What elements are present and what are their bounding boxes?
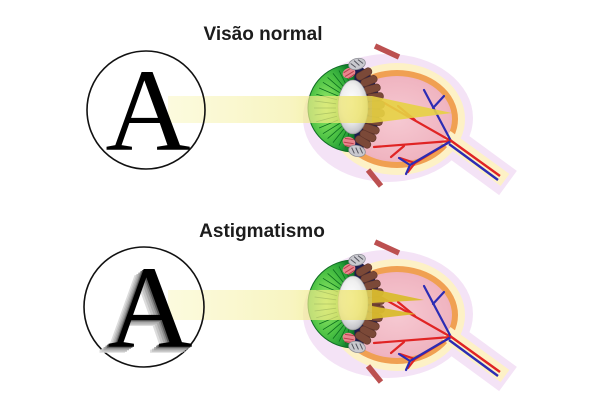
beam-focus-cone bbox=[372, 96, 452, 123]
letter-ghost: A bbox=[100, 247, 185, 378]
letter-circle-outline bbox=[86, 50, 206, 170]
letter-circle-outline bbox=[83, 246, 205, 368]
beam-focus-cone-lower bbox=[372, 306, 416, 319]
letter-ghost: A bbox=[102, 246, 187, 377]
panel-astigmatism: Astigmatismo A A A A A A bbox=[83, 221, 508, 382]
light-beam-astigmatism bbox=[168, 289, 424, 320]
letter-blurred: A A A A A A bbox=[98, 242, 192, 379]
panel-title-normal: Visão normal bbox=[204, 24, 323, 45]
light-beam-normal bbox=[168, 96, 452, 123]
letter-ghost: A bbox=[104, 244, 189, 375]
beam-band bbox=[168, 96, 372, 123]
letter-ghost: A bbox=[98, 248, 183, 379]
letter-main: A bbox=[107, 242, 192, 373]
panel-title-astigmatism: Astigmatismo bbox=[199, 221, 325, 242]
letter-circle-fill bbox=[84, 247, 204, 367]
letter-ghost: A bbox=[106, 243, 191, 374]
panel-normal-vision: Visão normal A bbox=[86, 24, 508, 186]
beam-focus-cone-upper bbox=[372, 289, 424, 303]
letter-sharp: A bbox=[105, 45, 190, 176]
letter-circle-fill bbox=[87, 51, 205, 169]
beam-band bbox=[168, 290, 372, 320]
